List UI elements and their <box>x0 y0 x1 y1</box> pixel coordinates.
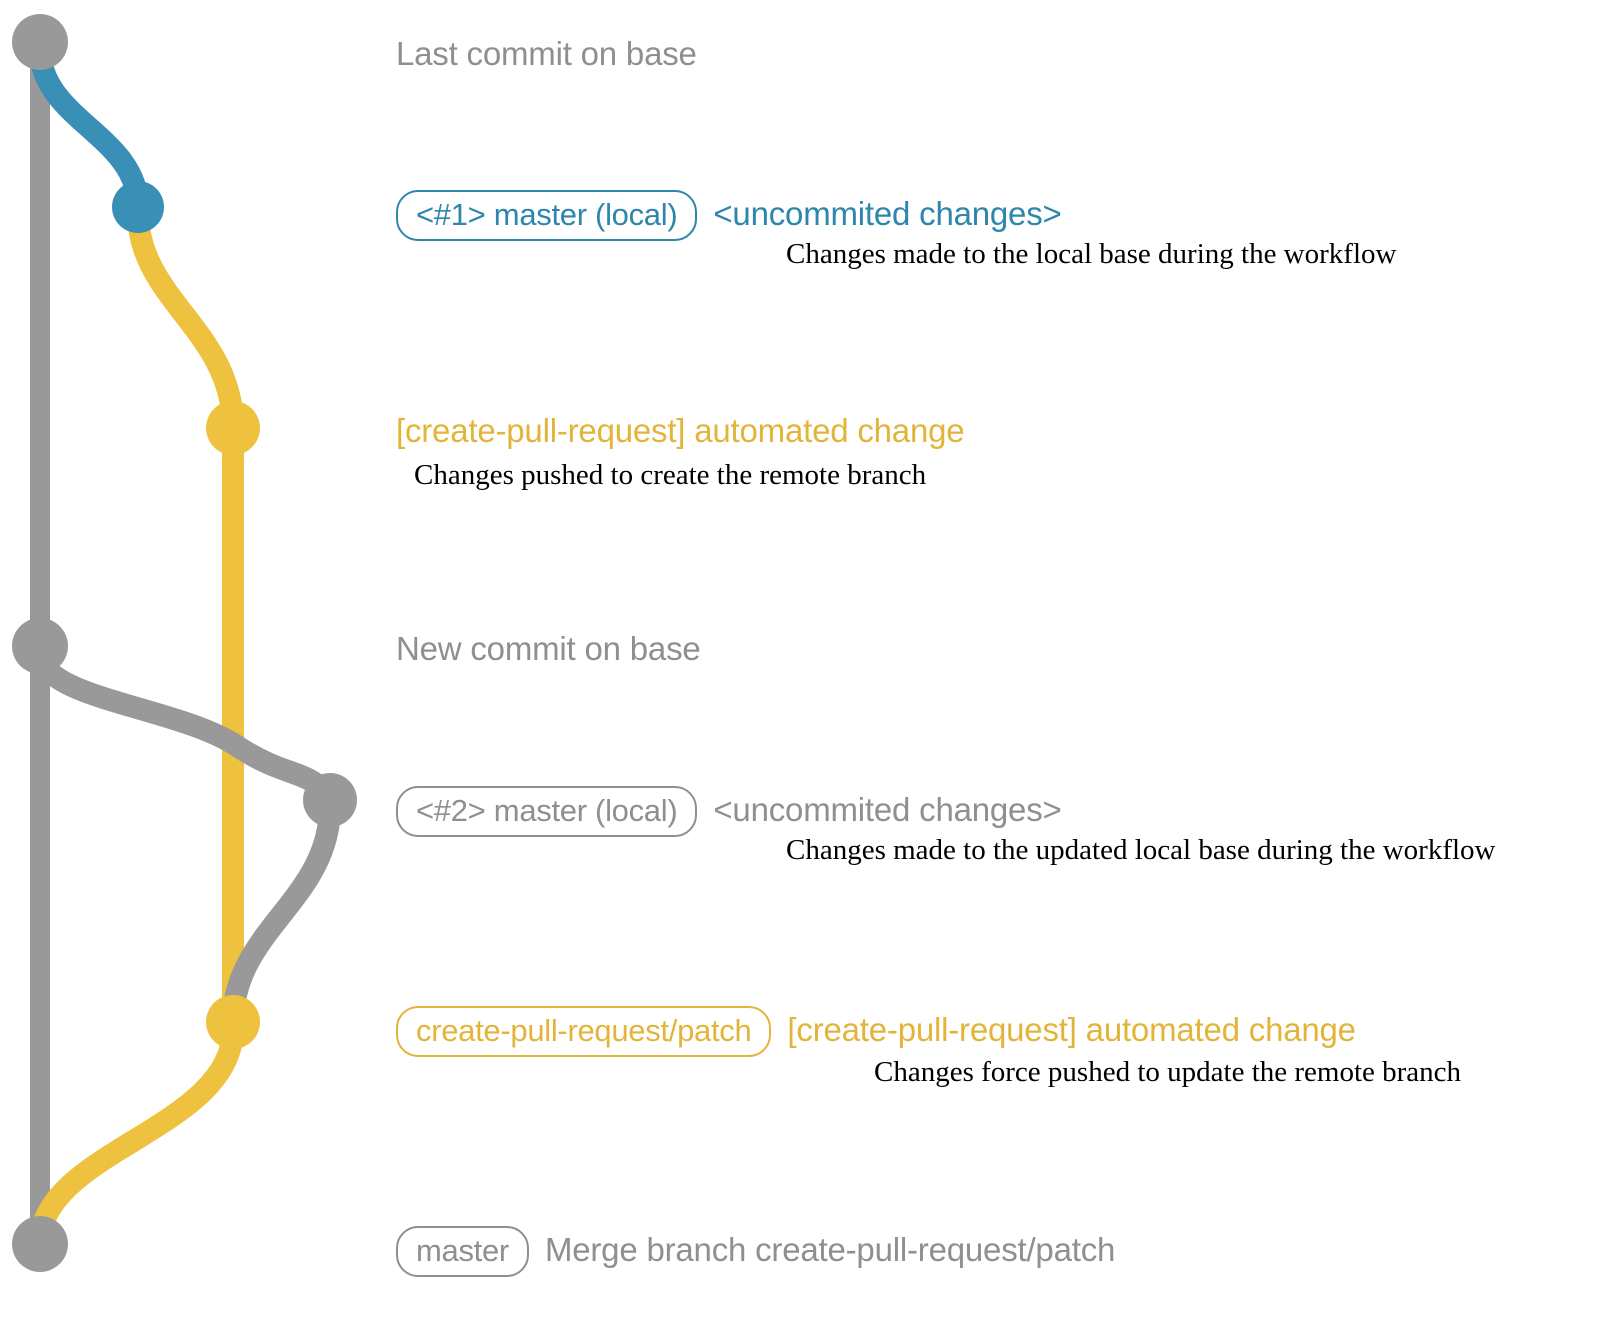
local-to-patch-line-gray <box>222 795 341 1033</box>
commit-caption-automated-change-1: Changes pushed to create the remote bran… <box>414 459 927 491</box>
local-branch-line-gray <box>29 641 341 811</box>
commit-subject-automated-change-1: [create-pull-request] automated change <box>396 412 965 449</box>
ref-badge-master[interactable]: master <box>396 1226 529 1277</box>
commit-row-new-commit-on-base: New commit on base <box>396 630 701 668</box>
commit-subject-new-commit-on-base: New commit on base <box>396 630 701 667</box>
commit-subject-automated-change-2: [create-pull-request] automated change <box>787 1011 1356 1048</box>
ref-badge-local-2[interactable]: <#2> master (local) <box>396 786 698 837</box>
commit-row-automated-change-2: create-pull-request/patch [create-pull-r… <box>396 1006 1356 1057</box>
commit-node-merge[interactable] <box>12 1216 68 1272</box>
commit-subject-local-2: <uncommited changes> <box>713 791 1062 828</box>
commit-row-local-2: <#2> master (local) <uncommited changes> <box>396 786 1062 837</box>
patch-merge-line-yellow <box>29 1017 244 1255</box>
commit-graph <box>12 14 357 1272</box>
commit-subject-last-commit-on-base: Last commit on base <box>396 35 697 72</box>
commit-subject-merge: Merge branch create-pull-request/patch <box>544 1231 1116 1268</box>
commit-row-local-1: <#1> master (local) <uncommited changes> <box>396 190 1062 241</box>
commit-node-last-commit-on-base[interactable] <box>12 14 68 70</box>
commit-row-last-commit-on-base: Last commit on base <box>396 35 697 73</box>
commit-row-automated-change-1: [create-pull-request] automated change <box>396 412 965 450</box>
commit-node-automated-change-1[interactable] <box>206 401 260 455</box>
ref-badge-create-pull-request-patch[interactable]: create-pull-request/patch <box>396 1006 772 1057</box>
commit-caption-automated-change-2: Changes force pushed to update the remot… <box>874 1056 1462 1088</box>
patch-branch-line-yellow-upper <box>127 201 244 439</box>
commit-subject-local-1: <uncommited changes> <box>713 195 1062 232</box>
commit-caption-local-1: Changes made to the local base during th… <box>786 238 1397 270</box>
commit-node-new-commit-on-base[interactable] <box>12 618 68 674</box>
commit-node-local-2[interactable] <box>303 773 357 827</box>
commit-caption-local-2: Changes made to the updated local base d… <box>786 834 1496 866</box>
commit-row-merge: master Merge branch create-pull-request/… <box>396 1226 1115 1277</box>
commit-node-automated-change-2[interactable] <box>206 995 260 1049</box>
commit-node-local-1[interactable] <box>112 181 164 233</box>
ref-badge-local-1[interactable]: <#1> master (local) <box>396 190 698 241</box>
